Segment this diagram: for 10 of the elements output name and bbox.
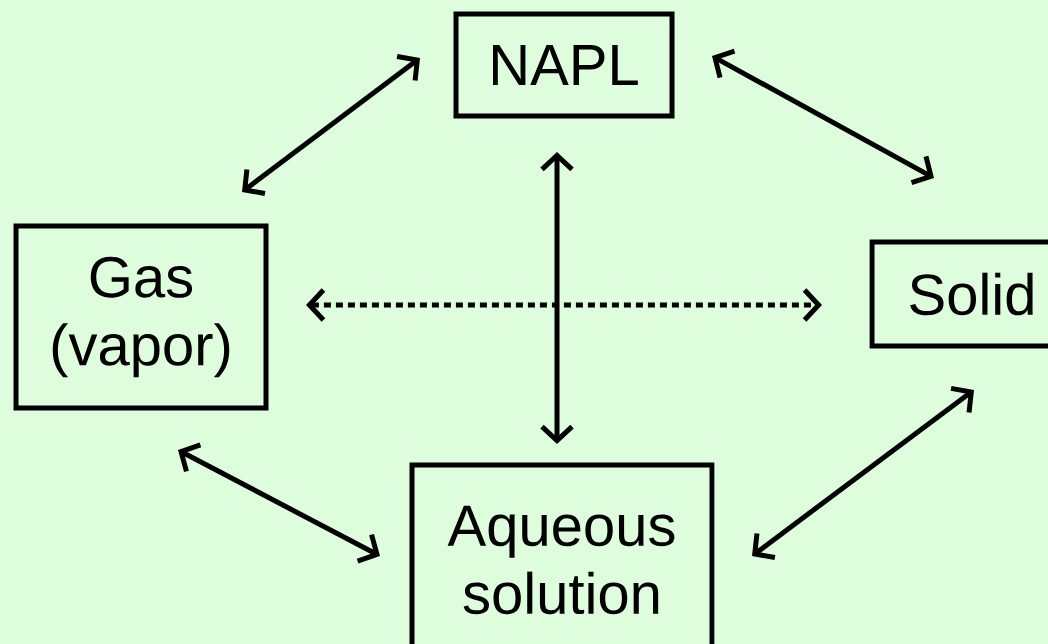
double-arrow — [712, 48, 934, 186]
state-box: Solid — [869, 239, 1048, 349]
double-arrow — [752, 385, 974, 561]
double-arrow — [242, 54, 420, 196]
state-box: Aqueous solution — [409, 462, 715, 644]
state-box: NAPL — [453, 11, 675, 119]
double-arrow — [306, 288, 822, 322]
state-box: Gas (vapor) — [13, 223, 269, 411]
double-arrow — [540, 152, 574, 444]
double-arrow — [178, 442, 380, 564]
